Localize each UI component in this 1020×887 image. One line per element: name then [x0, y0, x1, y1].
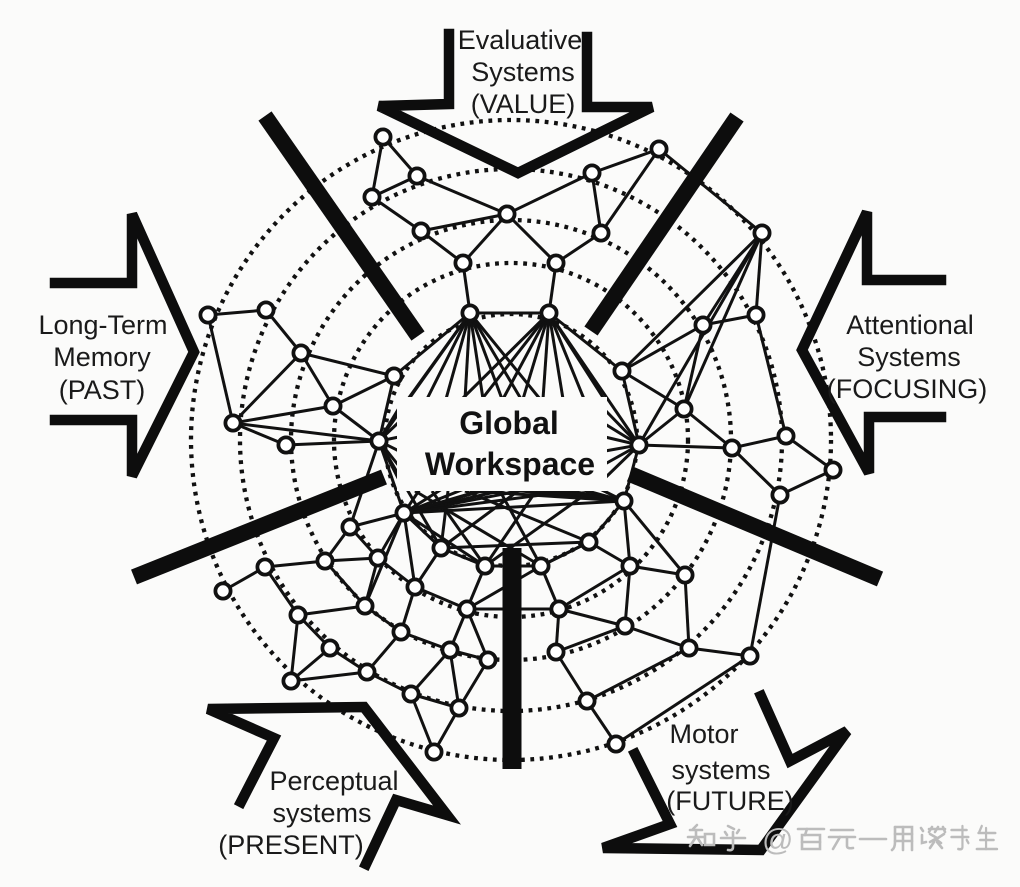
svg-text:Evaluative: Evaluative — [458, 25, 583, 55]
svg-text:Systems: Systems — [857, 342, 961, 372]
svg-text:Attentional: Attentional — [846, 310, 974, 340]
svg-text:Motor: Motor — [669, 719, 738, 749]
svg-text:(VALUE): (VALUE) — [471, 89, 576, 119]
svg-text:Long-Term: Long-Term — [38, 310, 167, 340]
svg-text:Global: Global — [459, 405, 559, 441]
svg-text:(PRESENT): (PRESENT) — [218, 830, 364, 860]
svg-text:systems: systems — [272, 798, 371, 828]
svg-text:Systems: Systems — [471, 57, 575, 87]
svg-text:(FUTURE): (FUTURE) — [666, 786, 793, 816]
svg-text:(FOCUSING): (FOCUSING) — [827, 374, 987, 404]
svg-text:Perceptual: Perceptual — [269, 766, 398, 796]
svg-text:systems: systems — [671, 755, 770, 785]
svg-text:Workspace: Workspace — [425, 446, 595, 482]
svg-text:@: @ — [762, 822, 793, 857]
svg-text:(PAST): (PAST) — [59, 375, 146, 405]
svg-text:Memory: Memory — [53, 342, 151, 372]
